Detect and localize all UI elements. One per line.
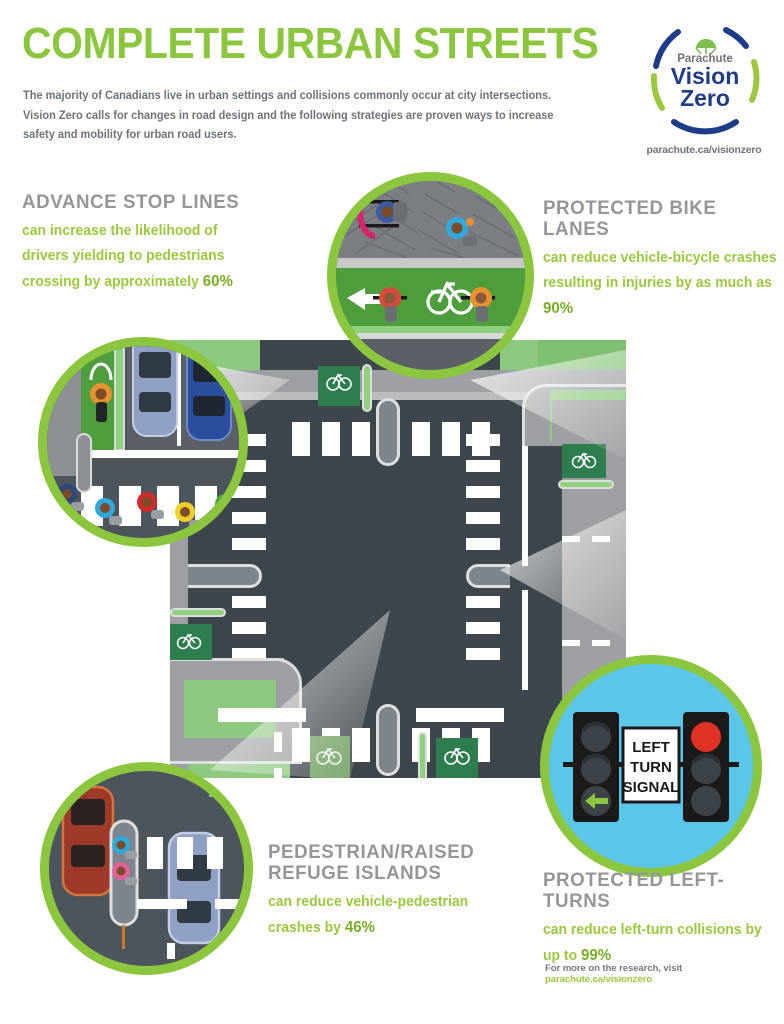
pedestrian-red xyxy=(137,492,164,519)
crosswalk-bar xyxy=(466,512,500,524)
crosswalk-bar xyxy=(466,596,500,608)
bike-lane-marker-south xyxy=(436,738,478,778)
lane-dash-east-4 xyxy=(592,640,610,646)
lane-dash-east-3 xyxy=(562,640,580,646)
traffic-signal-left xyxy=(573,712,619,822)
logo-zero-text: Zero xyxy=(680,85,730,111)
callout-stat: 46% xyxy=(344,919,375,936)
callout-circle-pedestrian-refuge-islands xyxy=(40,762,253,975)
callout-text-advance-stop-lines: ADVANCE STOP LINES can increase the like… xyxy=(22,192,274,295)
page-title: COMPLETE URBAN STREETS xyxy=(22,19,599,68)
car-dark-blue xyxy=(186,346,232,441)
bike-lane-divider-west xyxy=(170,608,226,617)
callout-body: can reduce vehicle-pedestrian crashes by… xyxy=(268,890,511,941)
cyclist-red xyxy=(373,287,407,322)
callout-stat: 60% xyxy=(202,273,233,290)
crosswalk-bar xyxy=(232,512,266,524)
cyclist-magenta xyxy=(357,189,407,239)
lane-line-east xyxy=(522,446,528,566)
callout-heading: PROTECTED BIKE LANES xyxy=(543,197,717,240)
footer-link[interactable]: parachute.ca/visionzero xyxy=(545,974,653,985)
logo-brand-text: Parachute xyxy=(677,53,733,65)
pedestrian-cyan xyxy=(95,498,122,525)
crosswalk-bar xyxy=(466,486,500,498)
callout-body-text: can increase the likelihood of drivers y… xyxy=(22,223,225,290)
callout-circle-advance-stop-lines xyxy=(38,337,248,547)
crosswalk-bar xyxy=(232,622,266,634)
bike-lane-marker-east xyxy=(562,444,606,478)
crosswalk-bar xyxy=(232,486,266,498)
callout-text-protected-left-turns: PROTECTED LEFT-TURNS can reduce left-tur… xyxy=(543,870,783,969)
crosswalk-bar xyxy=(466,622,500,634)
callout-text-protected-bike-lanes: PROTECTED BIKE LANES can reduce vehicle-… xyxy=(543,198,784,322)
bike-lane-marker-west xyxy=(170,624,212,660)
pedestrian-blue xyxy=(446,217,477,246)
crosswalk-bar xyxy=(466,460,500,472)
crosswalk-bar xyxy=(352,728,370,762)
car-blue xyxy=(167,831,221,945)
crosswalk-bar xyxy=(412,422,430,456)
bike-lane-divider-south xyxy=(418,732,427,782)
crosswalk-bar xyxy=(442,422,460,456)
callout-body: can reduce left-turn collisions by up to… xyxy=(543,918,776,969)
parachute-vision-zero-logo: Parachute Vision Zero xyxy=(640,14,770,144)
pedestrian-green xyxy=(215,494,235,514)
sidewalk-north-curb xyxy=(170,392,626,400)
traffic-signal-right xyxy=(683,712,729,822)
crosswalk-bar xyxy=(322,422,340,456)
pedestrian-refuge-island-north xyxy=(376,398,400,466)
callout-text-pedestrian-refuge-islands: PEDESTRIAN/RAISED REFUGE ISLANDS can red… xyxy=(268,842,518,941)
cyclist-orange xyxy=(461,287,495,322)
crosswalk-bar xyxy=(466,538,500,550)
sign-line-2: TURN xyxy=(630,759,672,776)
crosswalk-bar xyxy=(466,434,500,446)
footer-research-note: For more on the research, visit parachut… xyxy=(545,963,780,985)
pedestrian-navy xyxy=(57,484,84,511)
red-light-lit xyxy=(691,722,721,752)
bike-lane-marker-south-west xyxy=(310,736,350,778)
callout-body: can reduce vehicle-bicycle crashes resul… xyxy=(543,246,778,322)
logo-vision-text: Vision xyxy=(671,63,740,89)
callout-circle-protected-left-turns: LEFT TURN SIGNAL xyxy=(540,655,762,877)
pedestrian-yellow xyxy=(175,502,202,529)
lane-line-east-2 xyxy=(522,590,528,690)
crosswalk-bar xyxy=(466,648,500,660)
stop-line-south-east xyxy=(416,708,504,722)
callout-heading: PROTECTED LEFT-TURNS xyxy=(543,869,725,912)
sign-line-3: SIGNAL xyxy=(623,779,680,796)
crosswalk-bar xyxy=(232,596,266,608)
pedestrian-on-island-cyan xyxy=(112,836,137,859)
lane-dash-east-2 xyxy=(592,536,610,542)
crosswalk-bar xyxy=(292,422,310,456)
bike-lane-divider-north xyxy=(362,364,372,412)
lane-dash-east xyxy=(562,536,580,542)
callout-heading: ADVANCE STOP LINES xyxy=(22,191,240,213)
callout-body-text: can reduce vehicle-bicycle crashes resul… xyxy=(543,250,777,291)
intro-paragraph: The majority of Canadians live in urban … xyxy=(23,89,554,141)
bike-lane-divider-east xyxy=(558,480,614,489)
crosswalk-bar xyxy=(352,422,370,456)
sign-line-1: LEFT xyxy=(632,739,670,756)
crosswalk-bar xyxy=(292,728,310,762)
callout-heading: PEDESTRIAN/RAISED REFUGE ISLANDS xyxy=(268,841,475,884)
footer-prefix: For more on the research, visit xyxy=(545,963,683,974)
crosswalk-bar xyxy=(232,538,266,550)
callout-body: can increase the likelihood of drivers y… xyxy=(22,219,266,295)
stop-line-south-west xyxy=(218,708,306,722)
car-red xyxy=(61,785,115,897)
logo-url[interactable]: parachute.ca/visionzero xyxy=(646,144,762,156)
callout-circle-protected-bike-lanes xyxy=(327,172,534,379)
callout-body-text: can reduce vehicle-pedestrian crashes by xyxy=(268,894,469,936)
cyclist-orange-bikelane xyxy=(89,362,113,422)
callout-stat: 99% xyxy=(580,947,612,964)
pedestrian-on-island-pink xyxy=(112,862,137,885)
green-left-arrow-icon xyxy=(585,793,608,809)
car-light-blue xyxy=(132,346,178,437)
callout-body-text: can reduce left-turn collisions by up to xyxy=(543,922,762,964)
pedestrian-refuge-island-south xyxy=(376,704,400,776)
callout-stat: 90% xyxy=(543,300,574,317)
bike-lane-marker-north xyxy=(318,366,360,406)
lane-dash-south xyxy=(274,732,282,752)
